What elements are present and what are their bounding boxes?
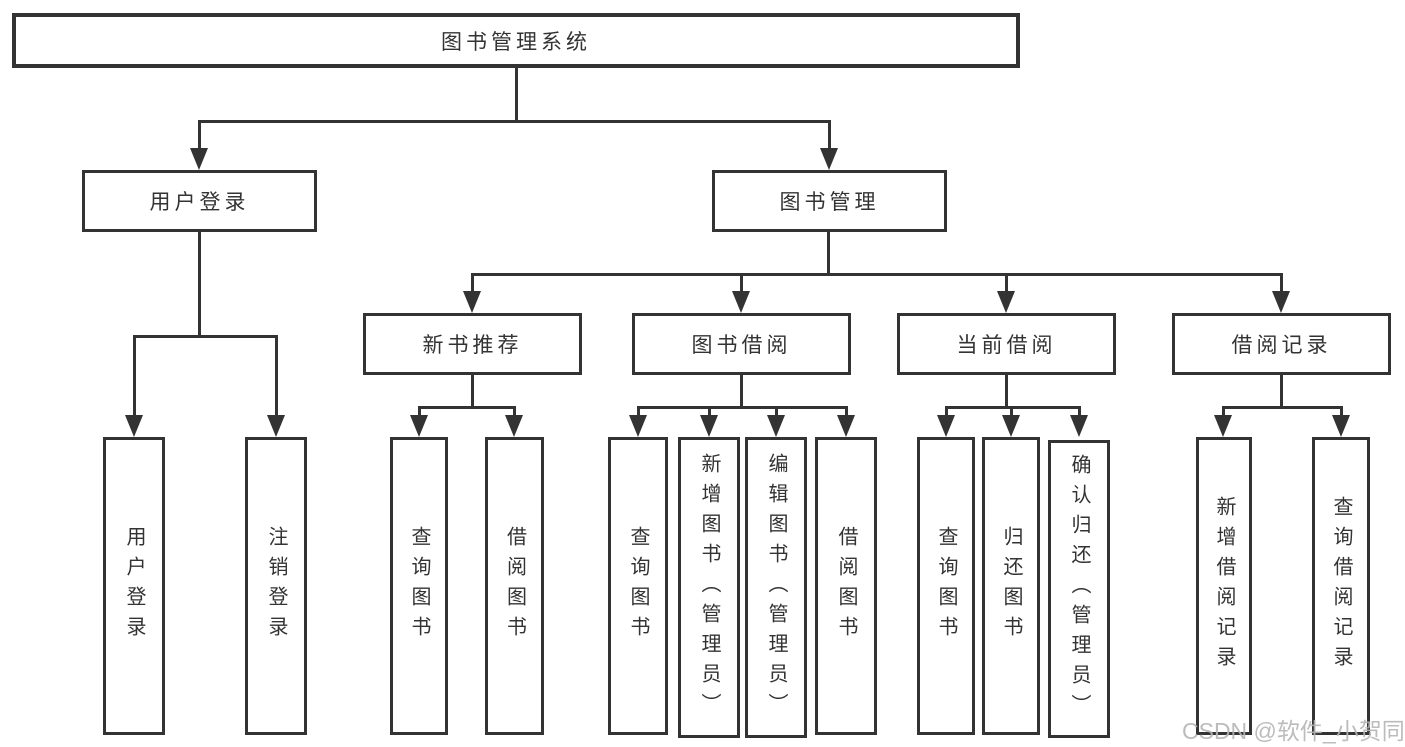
connector-stem — [513, 406, 516, 421]
arrow-down-icon — [732, 291, 750, 313]
leaf-edit-book-admin-label: 编辑图书（管理员） — [765, 452, 787, 723]
connector-user-rail — [134, 335, 278, 338]
leaf-recommend-borrow-book-label: 借阅图书 — [503, 526, 526, 646]
connector-recommend-rail — [418, 406, 516, 409]
leaf-edit-book-admin: 编辑图书（管理员） — [745, 437, 807, 738]
leaf-current-query-book-label: 查询图书 — [935, 526, 957, 646]
arrow-down-icon — [1070, 415, 1088, 437]
arrow-down-icon — [997, 291, 1015, 313]
arrow-down-icon — [629, 415, 647, 437]
arrow-down-icon — [1002, 415, 1020, 437]
connector-recommend-drop — [471, 375, 474, 408]
connector-stem — [1078, 406, 1081, 421]
leaf-recommend-borrow-book: 借阅图书 — [485, 437, 544, 735]
arrow-down-icon — [1332, 415, 1350, 437]
connector-current-drop — [1005, 375, 1008, 408]
node-new-book-recommend-label: 新书推荐 — [422, 334, 523, 357]
arrow-down-icon — [410, 415, 428, 437]
connector-root-drop — [515, 68, 518, 121]
node-root: 图书管理系统 — [12, 13, 1020, 68]
connector-stem — [740, 273, 743, 297]
connector-stem — [828, 120, 831, 154]
connector-borrow-drop — [740, 375, 743, 408]
node-borrow-record-label: 借阅记录 — [1231, 334, 1332, 357]
arrow-down-icon — [1272, 291, 1290, 313]
leaf-add-book-admin-label: 新增图书（管理员） — [698, 452, 720, 723]
leaf-query-borrow-record: 查询借阅记录 — [1312, 437, 1370, 735]
connector-records-rail — [1222, 406, 1342, 409]
csdn-watermark: CSDN @软件_小贺同学 — [1182, 718, 1405, 744]
leaf-borrow-book: 借阅图书 — [815, 437, 877, 735]
arrow-down-icon — [190, 148, 208, 170]
arrow-down-icon — [937, 415, 955, 437]
node-book-management: 图书管理 — [712, 170, 947, 232]
leaf-borrow-query-book: 查询图书 — [608, 437, 668, 735]
leaf-logout: 注销登录 — [245, 437, 307, 735]
connector-stem — [845, 406, 848, 421]
arrow-down-icon — [1214, 415, 1232, 437]
arrow-down-icon — [267, 415, 285, 437]
arrow-down-icon — [820, 148, 838, 170]
node-book-borrow: 图书借阅 — [632, 313, 851, 375]
connector-user-drop — [198, 232, 201, 336]
arrow-down-icon — [767, 415, 785, 437]
leaf-user-login: 用户登录 — [103, 437, 165, 735]
connector-stem — [1222, 406, 1225, 421]
node-user-login-label: 用户登录 — [149, 191, 250, 214]
connector-stem — [1340, 406, 1343, 421]
arrow-down-icon — [700, 415, 718, 437]
connector-mgmt-drop — [827, 232, 830, 276]
connector-stem — [471, 273, 474, 297]
leaf-query-borrow-record-label: 查询借阅记录 — [1330, 496, 1352, 676]
connector-level2-rail — [198, 120, 831, 123]
connector-records-drop — [1280, 375, 1283, 408]
arrow-down-icon — [837, 415, 855, 437]
connector-level3-rail — [471, 273, 1282, 276]
connector-stem — [133, 335, 136, 421]
leaf-confirm-return-admin-label: 确认归还（管理员） — [1068, 454, 1090, 724]
leaf-confirm-return-admin: 确认归还（管理员） — [1048, 440, 1110, 738]
node-book-management-label: 图书管理 — [779, 191, 880, 214]
node-user-login: 用户登录 — [82, 170, 317, 232]
connector-stem — [1280, 273, 1283, 297]
leaf-return-book-label: 归还图书 — [1000, 526, 1022, 646]
arrow-down-icon — [505, 415, 523, 437]
arrow-down-icon — [463, 291, 481, 313]
connector-stem — [775, 406, 778, 421]
node-new-book-recommend: 新书推荐 — [363, 313, 582, 375]
connector-borrow-rail — [637, 406, 847, 409]
leaf-recommend-query-book-label: 查询图书 — [408, 526, 430, 646]
node-borrow-record: 借阅记录 — [1172, 313, 1391, 375]
connector-stem — [1010, 406, 1013, 421]
node-current-borrow: 当前借阅 — [897, 313, 1116, 375]
node-book-borrow-label: 图书借阅 — [691, 334, 792, 357]
connector-stem — [1005, 273, 1008, 297]
connector-stem — [637, 406, 640, 421]
leaf-borrow-book-label: 借阅图书 — [835, 526, 857, 646]
connector-stem — [418, 406, 421, 421]
connector-stem — [198, 120, 201, 154]
node-root-label: 图书管理系统 — [441, 30, 591, 54]
leaf-logout-label: 注销登录 — [265, 526, 287, 646]
arrow-down-icon — [125, 415, 143, 437]
node-current-borrow-label: 当前借阅 — [956, 334, 1057, 357]
connector-stem — [708, 406, 711, 421]
connector-stem — [275, 335, 278, 421]
leaf-current-query-book: 查询图书 — [917, 437, 975, 735]
leaf-add-borrow-record-label: 新增借阅记录 — [1213, 496, 1235, 676]
connector-stem — [945, 406, 948, 421]
leaf-return-book: 归还图书 — [982, 437, 1040, 735]
leaf-recommend-query-book: 查询图书 — [390, 437, 448, 735]
leaf-borrow-query-book-label: 查询图书 — [627, 526, 649, 646]
leaf-add-borrow-record: 新增借阅记录 — [1196, 437, 1252, 735]
leaf-user-login-label: 用户登录 — [123, 526, 145, 646]
leaf-add-book-admin: 新增图书（管理员） — [678, 437, 740, 738]
